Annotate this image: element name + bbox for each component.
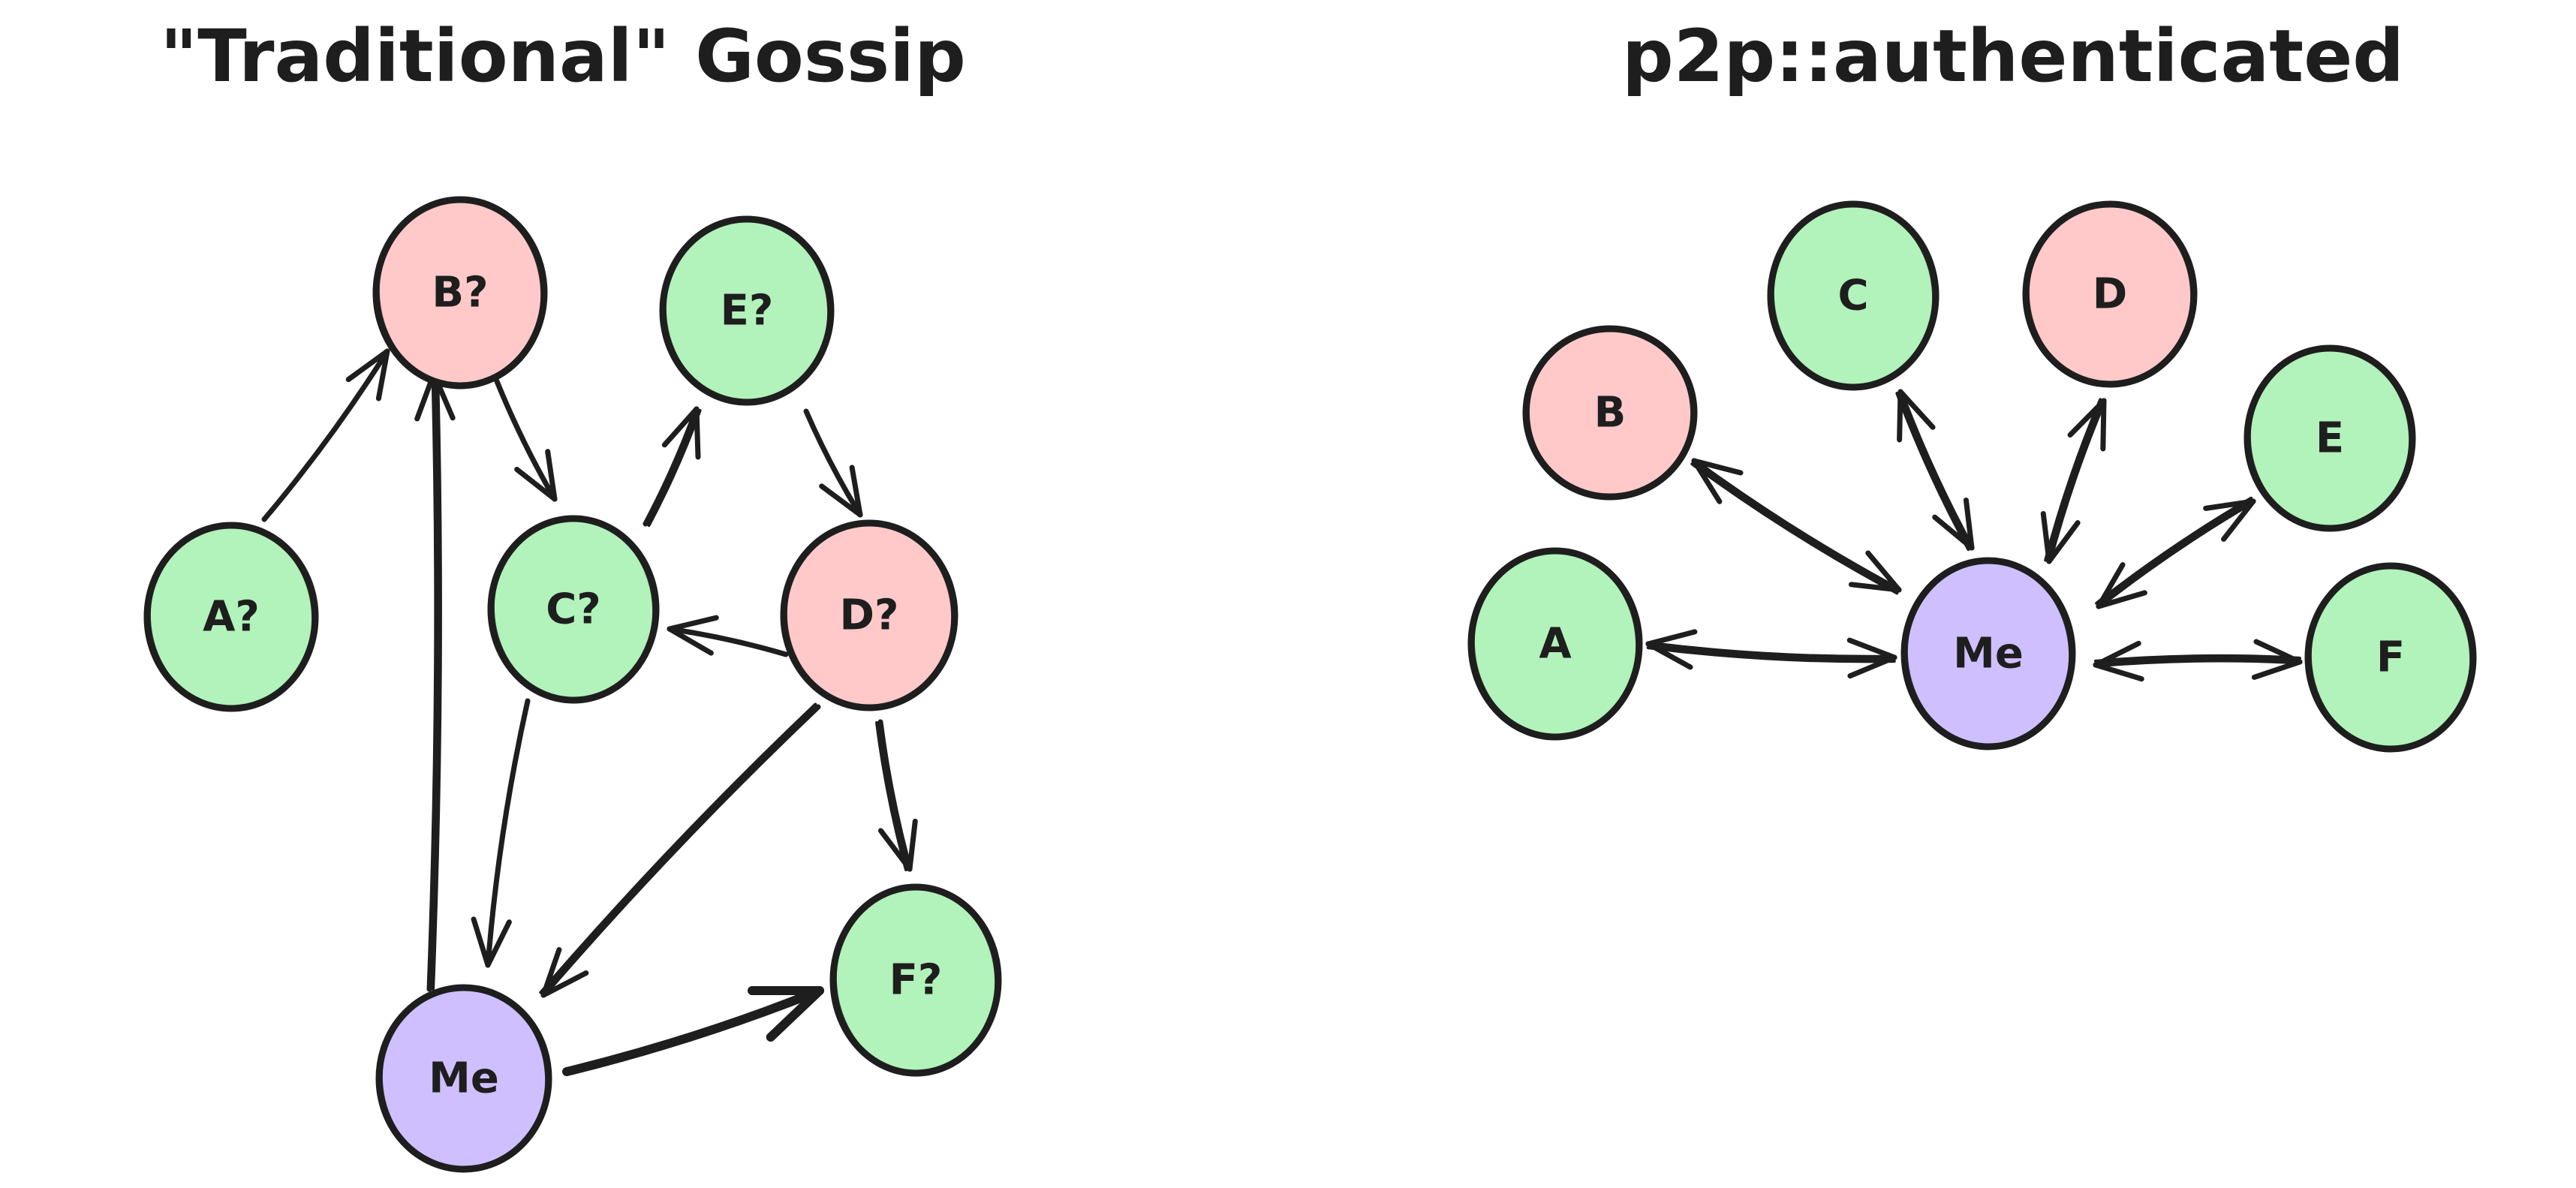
right-node-e: E [2243, 344, 2416, 532]
right-node-c: C [1767, 200, 1940, 391]
left-edge-d-f [875, 719, 918, 872]
right-diagram-title: p2p::authenticated [1622, 14, 2404, 98]
left-node-label-e: E? [721, 287, 774, 335]
left-node-b: B? [372, 196, 548, 389]
left-node-label-b: B? [432, 269, 488, 317]
left-edge-b-c [494, 378, 558, 502]
left-edge-d-me [539, 702, 821, 998]
right-node-label-c: C [1837, 272, 1868, 320]
left-node-label-a: A? [203, 593, 260, 642]
left-edge-e-d [803, 408, 863, 518]
right-node-a: A [1467, 547, 1643, 741]
left-diagram: A? B? C? D? E? F? Me [143, 196, 1002, 1173]
left-edge-me-f [562, 986, 824, 1076]
left-node-me: Me [375, 984, 552, 1173]
right-edge-f-me [2093, 639, 2303, 682]
left-edge-a-b [261, 348, 390, 522]
right-edge-a-me [1645, 629, 1897, 679]
left-node-e: E? [659, 215, 835, 406]
right-node-label-d: D [2093, 270, 2127, 319]
right-node-label-me: Me [1953, 630, 2024, 678]
right-node-b: B [1522, 325, 1698, 501]
left-node-a: A? [143, 522, 319, 712]
left-edge-d-c [667, 615, 789, 657]
right-edge-e-me [2095, 496, 2256, 609]
left-node-c: C? [487, 515, 660, 704]
right-edge-d-me [2040, 398, 2107, 564]
left-edge-c-me [471, 698, 531, 968]
right-node-label-a: A [1539, 620, 1572, 669]
right-node-label-e: E [2316, 414, 2344, 463]
left-node-d: D? [780, 519, 958, 711]
right-edge-c-me [1895, 389, 1975, 552]
left-node-label-me: Me [429, 1054, 499, 1103]
right-node-d: D [2022, 200, 2198, 388]
right-node-f: F [2304, 562, 2477, 753]
left-node-label-c: C? [546, 585, 601, 634]
right-diagram: A B C D E F Me [1467, 200, 2477, 753]
right-node-me: Me [1900, 557, 2076, 750]
right-node-label-b: B [1594, 389, 1627, 438]
left-node-label-f: F? [889, 956, 943, 1005]
left-diagram-title: "Traditional" Gossip [160, 14, 966, 98]
left-node-f: F? [829, 883, 1002, 1077]
right-node-label-f: F [2376, 633, 2405, 682]
right-edge-b-me [1690, 458, 1902, 595]
left-edge-c-e [642, 406, 702, 528]
left-node-label-d: D? [840, 591, 899, 640]
